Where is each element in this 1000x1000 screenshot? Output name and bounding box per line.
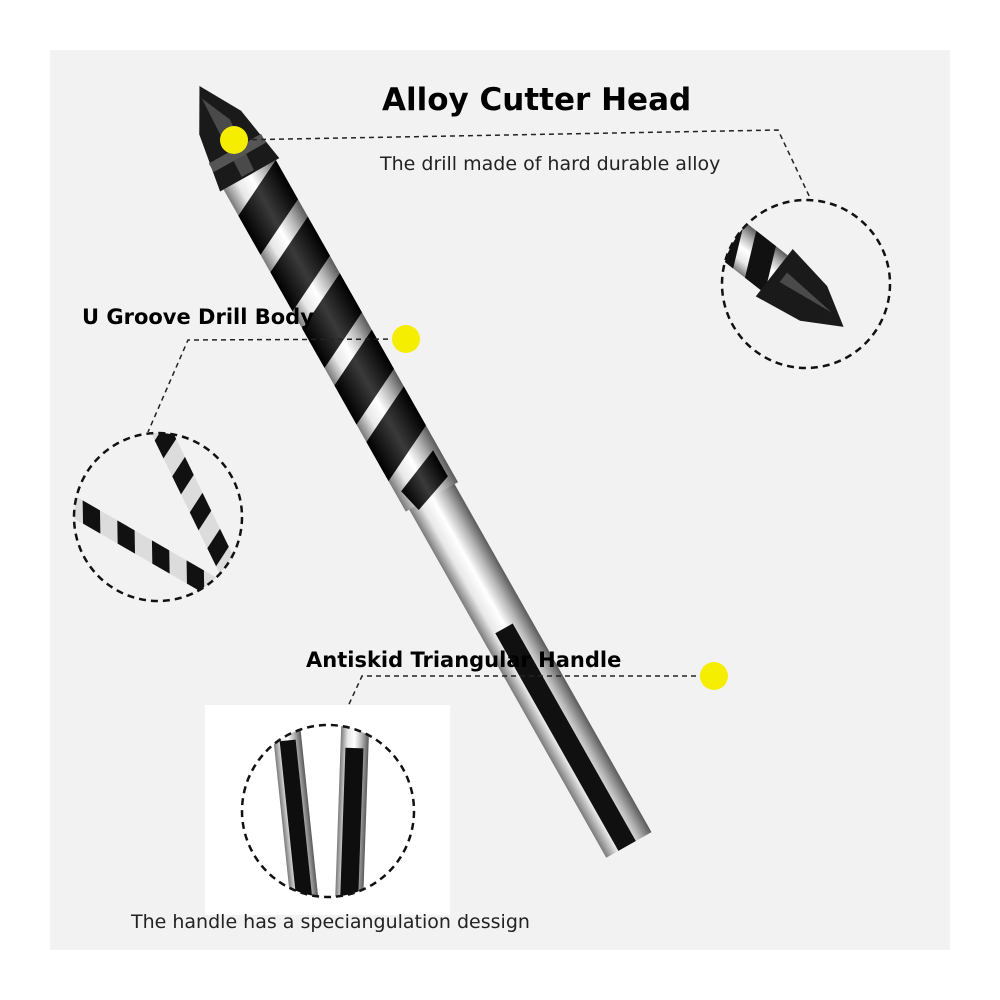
spiral-flutes [238, 160, 448, 511]
marker-dot-icon [220, 126, 248, 154]
marker-dot-icon [392, 325, 420, 353]
alloy-cutter-head-description: The drill made of hard durable alloy [380, 153, 721, 175]
zoom-circle-icon [72, 431, 244, 603]
marker-dots [220, 126, 728, 690]
marker-dot-icon [700, 662, 728, 690]
zoom-circle-icon [720, 198, 892, 370]
u-groove-drill-body-title: U Groove Drill Body [82, 305, 314, 329]
handle-flat [495, 623, 636, 851]
zoom-circle-icon [205, 705, 450, 915]
alloy-cutter-head-title: Alloy Cutter Head [382, 82, 692, 118]
antiskid-triangular-handle-title: Antiskid Triangular Handle [306, 648, 622, 672]
antiskid-triangular-handle-description: The handle has a speciangulation dessign [131, 911, 530, 933]
